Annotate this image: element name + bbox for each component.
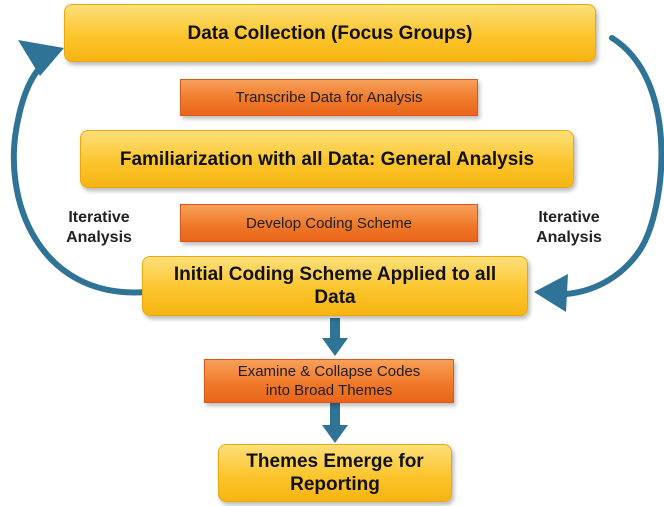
initial-coding-label-line1: Initial Coding Scheme Applied to all — [173, 264, 497, 285]
familiarization-label: Familiarization with all Data: General A… — [119, 148, 535, 170]
themes-emerge-box: Themes Emerge for Reporting — [218, 444, 452, 502]
develop-coding-box: Develop Coding Scheme — [180, 204, 478, 242]
down-arrow-2-head — [322, 425, 348, 443]
transcribe-box: Transcribe Data for Analysis — [180, 79, 478, 116]
down-arrow-2-shaft — [330, 403, 340, 427]
right-iterative-arrowhead — [534, 274, 568, 312]
iterative-left-line2: Analysis — [66, 229, 132, 246]
iterative-right-line1: Iterative — [538, 209, 600, 226]
initial-coding-box: Initial Coding Scheme Applied to all Dat… — [142, 256, 528, 316]
examine-collapse-box: Examine & Collapse Codes into Broad Them… — [204, 359, 454, 403]
data-collection-box: Data Collection (Focus Groups) — [64, 4, 596, 62]
develop-coding-label: Develop Coding Scheme — [246, 214, 412, 232]
themes-emerge-label-line1: Themes Emerge for — [246, 451, 424, 472]
right-iterative-arrow — [563, 35, 664, 297]
left-iterative-arrow — [10, 55, 149, 296]
transcribe-label: Transcribe Data for Analysis — [235, 89, 423, 106]
down-arrow-1-shaft — [330, 318, 340, 340]
initial-coding-label-line2: Data — [314, 287, 356, 308]
iterative-left-line1: Iterative — [68, 209, 130, 226]
left-iterative-arrowhead — [18, 40, 64, 76]
iterative-analysis-right-label: Iterative Analysis — [524, 208, 614, 248]
familiarization-box: Familiarization with all Data: General A… — [80, 130, 574, 188]
examine-collapse-label-line2: into Broad Themes — [265, 382, 393, 399]
iterative-right-line2: Analysis — [536, 229, 602, 246]
examine-collapse-label-line1: Examine & Collapse Codes — [237, 363, 421, 380]
iterative-analysis-left-label: Iterative Analysis — [54, 208, 144, 248]
data-collection-label: Data Collection (Focus Groups) — [187, 22, 473, 44]
themes-emerge-label-line2: Reporting — [290, 474, 380, 495]
down-arrow-1-head — [322, 338, 348, 356]
